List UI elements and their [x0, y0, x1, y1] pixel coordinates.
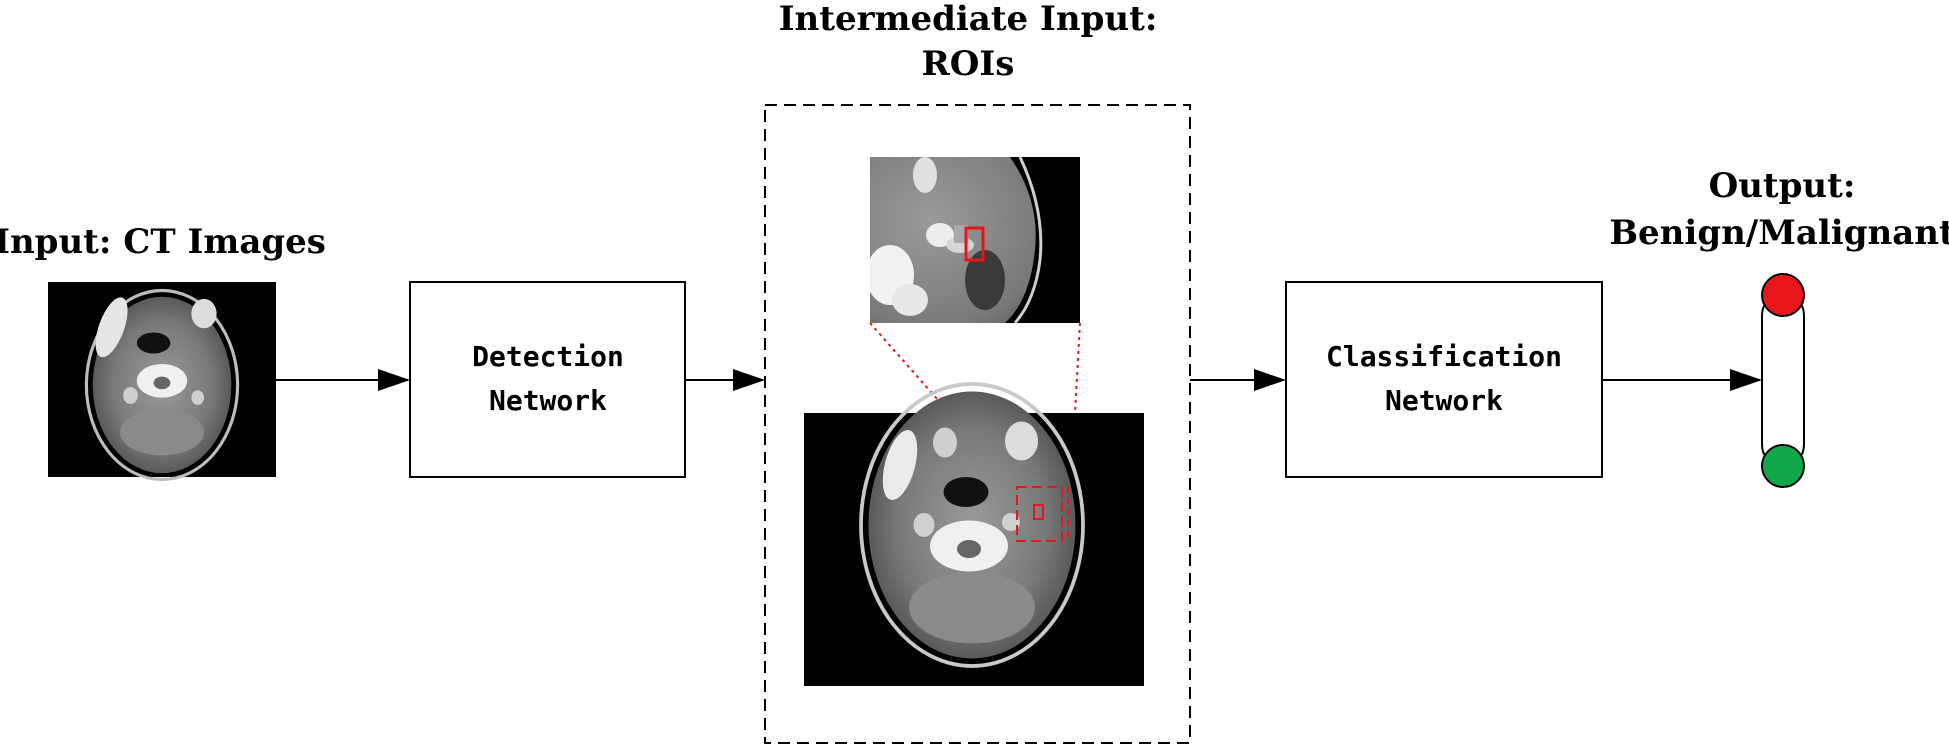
detection-label-line2: Network — [489, 384, 607, 417]
output-capsule — [1761, 293, 1805, 467]
roi-ct-image — [804, 382, 1144, 686]
detection-label-line1: Detection — [472, 340, 624, 373]
classification-network-box — [1285, 281, 1603, 478]
output-title-line1: Output: — [1709, 166, 1856, 206]
roi-inner-marker — [1033, 504, 1044, 520]
rois-container — [764, 104, 1191, 744]
classification-label-line1: Classification — [1326, 340, 1562, 373]
input-ct-image — [48, 282, 276, 482]
output-indicator — [1761, 273, 1805, 488]
roi-zoom-marker — [964, 226, 985, 262]
classification-label-line2: Network — [1385, 384, 1503, 417]
benign-indicator — [1761, 444, 1805, 488]
malignant-indicator — [1761, 273, 1805, 317]
roi-bounding-box — [1016, 486, 1063, 542]
roi-connector-right — [1067, 322, 1081, 541]
output-title-line2: Benign/Malignant — [1609, 213, 1949, 253]
intermediate-title-line1: Intermediate Input: — [779, 0, 1158, 39]
input-title: Input: CT Images — [0, 222, 326, 262]
intermediate-title-line2: ROIs — [922, 44, 1015, 84]
detection-network-box — [409, 281, 686, 478]
roi-zoom-image — [870, 157, 1080, 323]
